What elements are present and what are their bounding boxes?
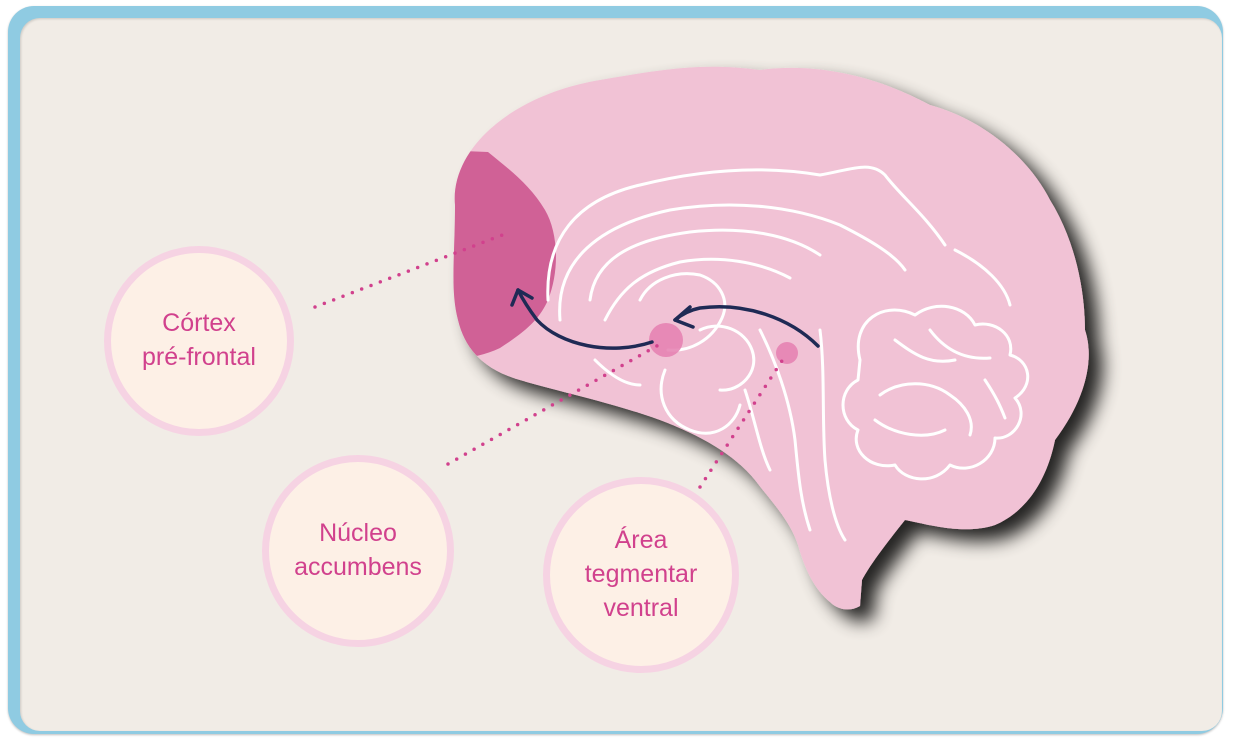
brain-silhouette [453,67,1088,610]
label-prefrontal-cortex: Córtex pré-frontal [104,246,294,436]
brain-icon [440,67,1089,610]
label-ventral-tegmental-area: Área tegmentar ventral [543,477,739,673]
label-nucleus-accumbens-text: Núcleo accumbens [294,517,422,585]
vta-dot [776,342,798,364]
nucleus-accumbens-dot [649,323,683,357]
label-ventral-tegmental-area-text: Área tegmentar ventral [585,524,698,625]
label-nucleus-accumbens: Núcleo accumbens [262,455,454,647]
label-prefrontal-cortex-text: Córtex pré-frontal [142,307,256,375]
